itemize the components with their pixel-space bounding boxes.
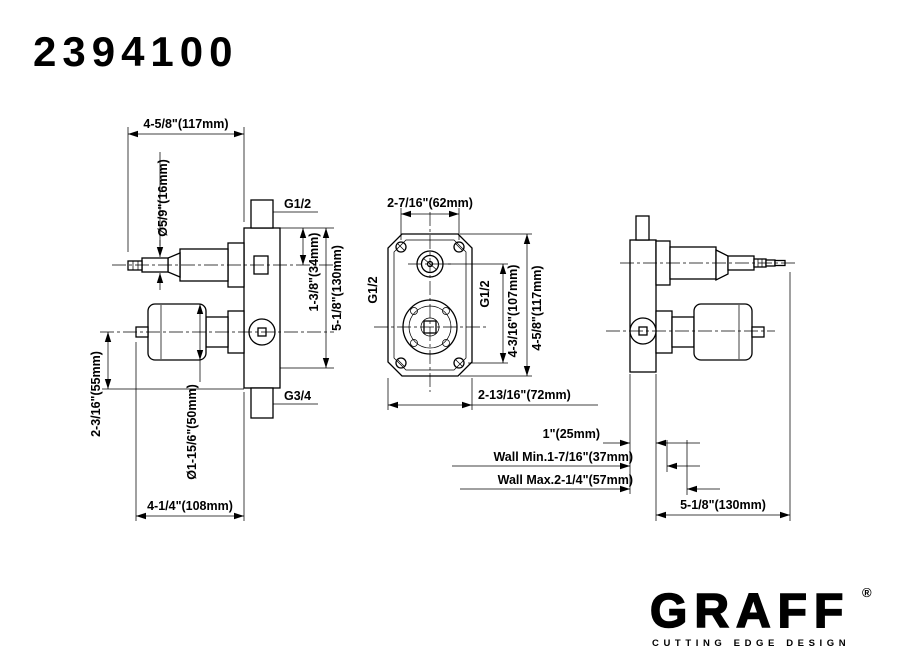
left-port-top-label: G1/2 <box>284 197 311 211</box>
left-dim-width-bottom-label: 4-1/4"(108mm) <box>147 499 233 513</box>
front-dim-height-inner-label: 4-3/16"(107mm) <box>506 265 520 358</box>
right-plate <box>629 239 657 373</box>
front-port-left-label: G1/2 <box>366 276 380 303</box>
right-top-port-pipe <box>635 215 650 241</box>
left-view-dimensions: 4-5/8"(117mm) Ø5/9"(16mm) G1/2 1-3/8"(34… <box>89 117 344 521</box>
left-side-view: 4-5/8"(117mm) Ø5/9"(16mm) G1/2 1-3/8"(34… <box>89 117 344 521</box>
left-top-port-pipe <box>250 199 274 229</box>
brand-tagline: CUTTING EDGE DESIGN <box>652 638 850 649</box>
left-dim-height-label: 5-1/8"(130mm) <box>330 245 344 331</box>
front-screw-top-left <box>395 241 407 253</box>
right-valve-body <box>693 303 753 361</box>
left-dim-body-diameter-label: Ø1-15/6"(50mm) <box>185 384 199 480</box>
front-port-right-label: G1/2 <box>478 280 492 307</box>
right-view-dimensions: 1"(25mm) Wall Min.1-7/16"(37mm) Wall Max… <box>452 272 791 521</box>
left-plate <box>243 227 281 389</box>
registered-mark-icon: ® <box>862 585 872 600</box>
front-dim-width-top-label: 2-7/16"(62mm) <box>387 196 473 210</box>
left-bottom-port-pipe <box>250 387 274 419</box>
left-dim-width-top-label: 4-5/8"(117mm) <box>143 117 228 131</box>
right-dim-plate-thickness-label: 1"(25mm) <box>543 427 600 441</box>
front-screw-bottom-right <box>453 357 465 369</box>
front-dim-height-outer-label: 4-5/8"(117mm) <box>530 265 544 350</box>
right-dim-wall-min-label: Wall Min.1-7/16"(37mm) <box>493 450 633 464</box>
front-view-dimensions: 2-7/16"(62mm) G1/2 G1/2 4-3/16"(107mm) 4… <box>366 196 598 410</box>
right-dim-depth-label: 5-1/8"(130mm) <box>680 498 766 512</box>
left-dim-port-offset-label: 1-3/8"(34mm) <box>307 233 321 312</box>
front-view-geometry <box>374 212 488 392</box>
graff-logo: GRAFF <box>650 585 850 638</box>
product-number: 2394100 <box>33 28 239 75</box>
right-side-view: 1"(25mm) Wall Min.1-7/16"(37mm) Wall Max… <box>452 215 798 521</box>
front-screw-top-right <box>453 241 465 253</box>
right-view-geometry <box>606 215 798 373</box>
front-screw-bottom-left <box>395 357 407 369</box>
front-view: 2-7/16"(62mm) G1/2 G1/2 4-3/16"(107mm) 4… <box>366 196 598 410</box>
left-dim-stem-diameter-label: Ø5/9"(16mm) <box>156 159 170 236</box>
left-view-geometry <box>100 199 334 419</box>
right-dim-wall-max-label: Wall Max.2-1/4"(57mm) <box>498 473 633 487</box>
front-dim-width-bottom-label: 2-13/16"(72mm) <box>478 388 571 402</box>
brand-block: GRAFF ® CUTTING EDGE DESIGN <box>649 584 872 649</box>
left-dim-lower-offset-label: 2-3/16"(55mm) <box>89 351 103 437</box>
left-port-bottom-label: G3/4 <box>284 389 311 403</box>
